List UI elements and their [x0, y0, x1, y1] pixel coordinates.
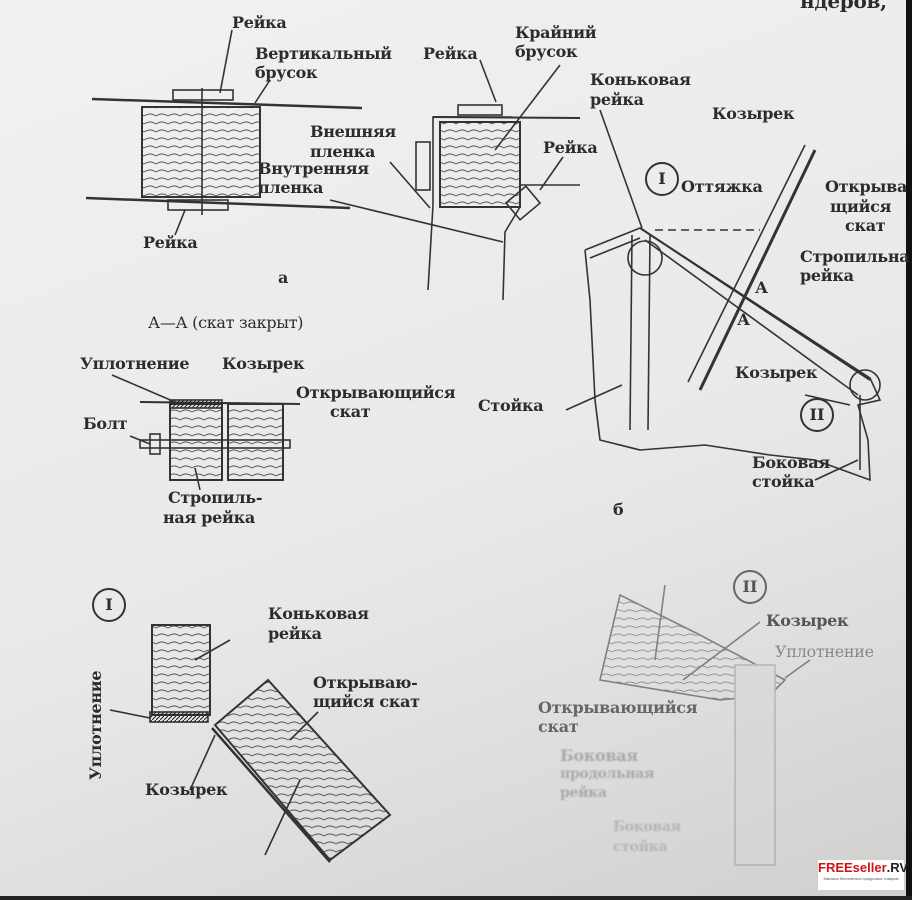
- label-d1-slope-1: Открываю-: [313, 673, 418, 692]
- label-opening-slope-b-3: скат: [845, 216, 886, 235]
- label-ridge-rail-1: Коньковая: [590, 70, 691, 89]
- fig-a-left-drawing: [85, 29, 363, 236]
- scan-border-bottom: [0, 896, 912, 900]
- watermark-suffix: .RV: [886, 860, 909, 875]
- node-1-marker: I: [645, 162, 679, 196]
- section-aa-title: А—А (скат закрыт): [148, 313, 304, 332]
- label-ridge-rail-2: рейка: [590, 90, 644, 109]
- label-edge-bar-1: Крайний: [515, 23, 597, 42]
- label-guy: Оттяжка: [681, 177, 763, 196]
- label-vertical-bar-1: Вертикальный: [255, 44, 392, 63]
- label-visor: Козырек: [222, 354, 305, 373]
- label-d1-slope-2: щийся скат: [313, 692, 420, 711]
- label-edge-bar-2: брусок: [515, 42, 578, 61]
- label-rafter-rail-1: Стропиль-: [168, 488, 263, 507]
- label-d2-side-rail-3: рейка: [560, 785, 607, 801]
- section-aa-drawing: [111, 374, 301, 491]
- label-side-post-1: Боковая: [752, 453, 830, 472]
- label-d2-side-rail-2: продольная: [560, 766, 655, 782]
- fig-a-right-drawing: [329, 59, 581, 301]
- section-mark-a-2: А: [737, 310, 750, 329]
- label-d2-side-rail-1: Боковая: [560, 746, 638, 765]
- label-rafter-rail-b-1: Стропильна: [800, 247, 910, 266]
- detail-2-marker: II: [733, 570, 767, 604]
- label-opening-slope-b-1: Открыва: [825, 177, 908, 196]
- label-side-post-2: стойка: [752, 472, 815, 491]
- label-d1-ridge-1: Коньковая: [268, 604, 369, 623]
- label-opening-slope-b-2: щийся: [830, 197, 892, 216]
- label-visor-bottom: Козырек: [735, 363, 818, 382]
- label-rail-top-right: Рейка: [423, 44, 478, 63]
- label-d2-slope-2: скат: [538, 717, 579, 736]
- label-opening-slope-2: скат: [330, 402, 371, 421]
- watermark-logo: FREEseller.RV Магазин бесплатных цифровы…: [818, 860, 908, 890]
- label-d1-visor: Козырек: [145, 780, 228, 799]
- label-rafter-rail-2: ная рейка: [163, 508, 255, 527]
- label-d2-slope-1: Открывающийся: [538, 698, 698, 717]
- label-d1-seal: Уплотнение: [86, 670, 105, 780]
- watermark-tagline: Магазин бесплатных цифровых товаров: [823, 876, 899, 881]
- label-seal: Уплотнение: [80, 354, 190, 373]
- node-2-marker: II: [800, 398, 834, 432]
- label-inner-film-1: Внутренняя: [258, 159, 369, 178]
- label-d2-seal: Уплотнение: [775, 642, 874, 661]
- caption-a: а: [278, 268, 289, 287]
- label-rail-side: Рейка: [543, 138, 598, 157]
- label-visor-top: Козырек: [712, 104, 795, 123]
- label-vertical-bar-2: брусок: [255, 63, 318, 82]
- header-fragment: ндеров,: [800, 0, 887, 13]
- label-outer-film-2: пленка: [310, 142, 376, 161]
- label-rail-bottom: Рейка: [143, 233, 198, 252]
- label-d2-side-post-1: Боковая: [613, 819, 681, 835]
- label-outer-film-1: Внешняя: [310, 122, 396, 141]
- label-post: Стойка: [478, 396, 544, 415]
- fig-b-drawing: [565, 109, 882, 482]
- label-d2-visor: Козырек: [766, 611, 849, 630]
- label-rail-top: Рейка: [232, 13, 287, 32]
- scan-border-right: [906, 0, 912, 900]
- detail-2-drawing: [599, 584, 811, 866]
- label-d2-side-post-2: стойка: [613, 839, 668, 855]
- detail-1-drawing: [109, 624, 392, 863]
- watermark-brand: FREEseller: [818, 860, 887, 875]
- label-bolt: Болт: [83, 414, 128, 433]
- label-rafter-rail-b-2: рейка: [800, 266, 854, 285]
- detail-1-marker: I: [92, 588, 126, 622]
- label-opening-slope-1: Открывающийся: [296, 383, 456, 402]
- label-inner-film-2: пленка: [258, 178, 324, 197]
- label-d1-ridge-2: рейка: [268, 624, 322, 643]
- section-mark-a-1: А: [755, 278, 768, 297]
- caption-b: б: [613, 500, 624, 519]
